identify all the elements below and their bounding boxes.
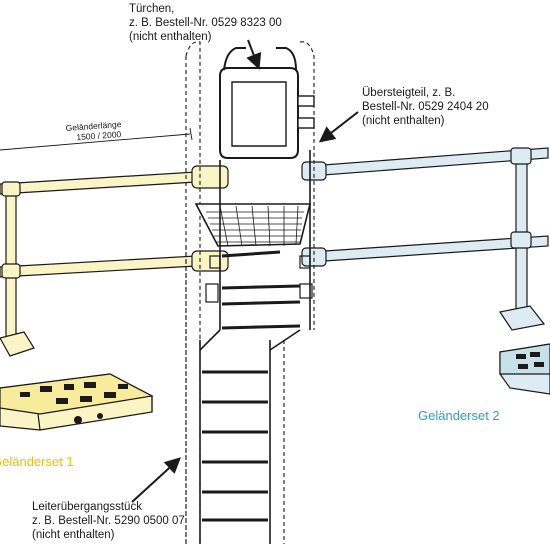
door-callout-line1: Türchen, xyxy=(129,3,175,15)
base-foot-2-details xyxy=(516,352,544,369)
door-callout-line2: z. B. Bestell-Nr. 0529 8323 00 xyxy=(129,17,282,29)
ladder-transition-callout: Leiterübergangsstück z. B. Bestell-Nr. 5… xyxy=(32,500,185,542)
railing-set-1 xyxy=(0,165,229,431)
railing-set-1-label: Geländerset 1 xyxy=(0,454,74,469)
railing-set-2 xyxy=(301,147,550,395)
crossover-callout: Übersteigteil, z. B. Bestell-Nr. 0529 24… xyxy=(362,86,489,128)
crossover-callout-line2: Bestell-Nr. 0529 2404 20 xyxy=(362,101,489,113)
ladder-transition-line1: Leiterübergangsstück xyxy=(32,501,142,513)
base-foot-1-details xyxy=(20,382,128,424)
ladder-transition-line3: (nicht enthalten) xyxy=(32,529,115,541)
door-callout-line3: (nicht enthalten) xyxy=(129,31,212,43)
callout-arrows xyxy=(131,39,359,503)
ladder-transition-line2: z. B. Bestell-Nr. 5290 0500 07 xyxy=(32,515,185,527)
ladder-structure xyxy=(185,41,315,544)
railing-set-2-label: Geländerset 2 xyxy=(418,408,500,423)
door-callout: Türchen, z. B. Bestell-Nr. 0529 8323 00 … xyxy=(129,2,282,44)
crossover-callout-line3: (nicht enthalten) xyxy=(362,115,445,127)
crossover-callout-line1: Übersteigteil, z. B. xyxy=(362,87,456,99)
dimension-label: Geländerlänge 1500 / 2000 xyxy=(65,119,122,143)
dimension-line xyxy=(0,127,193,151)
